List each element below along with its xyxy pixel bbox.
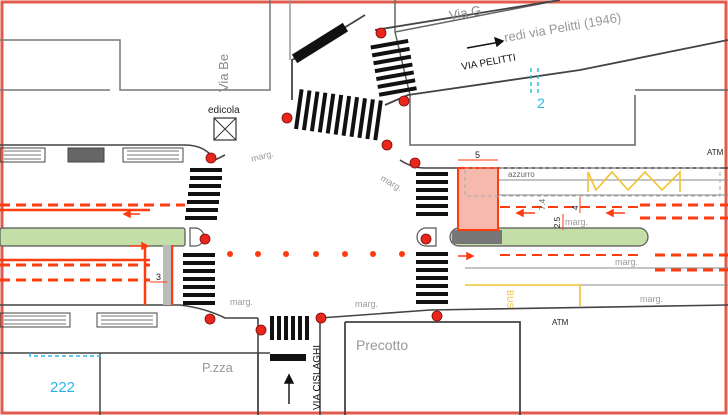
crosswalk-northeast: [370, 38, 417, 97]
stop-line-south: [270, 354, 306, 361]
street-label-via-pelitti: VIA PELITTI: [461, 53, 517, 73]
label-marg-5: marg.: [640, 294, 663, 304]
south-road-arrow: [283, 373, 295, 404]
crosswalk-west: [183, 168, 222, 305]
label-precotto: Precotto: [356, 337, 408, 353]
building-top-left: [0, 0, 291, 91]
blue-markings: [29, 68, 539, 357]
dimension-3: 3: [156, 272, 161, 282]
pink-zone: [457, 167, 499, 231]
bus-stop-marking: [465, 170, 681, 306]
stop-line-diagonal: [291, 22, 349, 64]
label-bus: BUS: [505, 290, 515, 309]
dimension-lines: [150, 159, 581, 283]
sidewalk-furniture: [0, 147, 184, 328]
red-dashed-lanes: [0, 203, 728, 282]
street-label-via-be: Via Be: [216, 54, 231, 92]
median-west: [0, 227, 186, 247]
label-atm-bottom: ATM: [552, 318, 569, 327]
label-pzza: P.zza: [202, 360, 234, 375]
pelitti-arrow: [466, 36, 505, 49]
label-marg-2: marg.: [379, 173, 404, 193]
direction-arrows: [122, 208, 625, 261]
number-222: 222: [50, 379, 75, 396]
dimension-2-5: 2.5: [553, 216, 562, 228]
street-label-via-g: Via G: [448, 3, 482, 23]
label-marg-3: marg.: [230, 297, 253, 307]
dimension-5: 5: [475, 150, 480, 160]
dimension-4: 4: [571, 205, 580, 210]
dimension-7-4: 7.4: [538, 198, 547, 210]
crosswalk-south: [270, 316, 309, 340]
label-edicola: edicola: [208, 105, 240, 116]
label-marg-6: marg.: [615, 257, 638, 267]
crosswalk-east: [416, 172, 448, 304]
grey-bike-box: [163, 245, 171, 305]
building-bottom-right: [344, 321, 521, 415]
median-east-dark: [452, 230, 502, 244]
crosswalk-north: [294, 89, 383, 141]
median-dotted-path: [227, 251, 405, 257]
street-label-heading: redi via Pelitti (1946): [503, 10, 622, 45]
label-marg-7: marg.: [565, 217, 588, 227]
red-solid-edges: [0, 208, 174, 305]
label-marg-4: marg.: [355, 299, 378, 309]
number-2: 2: [537, 95, 545, 111]
main-road-curbs: [0, 144, 728, 415]
edicola-kiosk: [213, 117, 237, 141]
pedestrian-signal-icons: [199, 27, 443, 336]
street-label-via-cislaghi: VIA CISLAGHI: [312, 345, 323, 410]
label-marg-1: marg.: [250, 148, 275, 164]
grey-dashed-lane: [464, 167, 721, 197]
label-azzurro: azzurro: [508, 170, 535, 179]
bench-hatching: [4, 150, 179, 325]
label-atm-top: ATM: [707, 148, 724, 157]
